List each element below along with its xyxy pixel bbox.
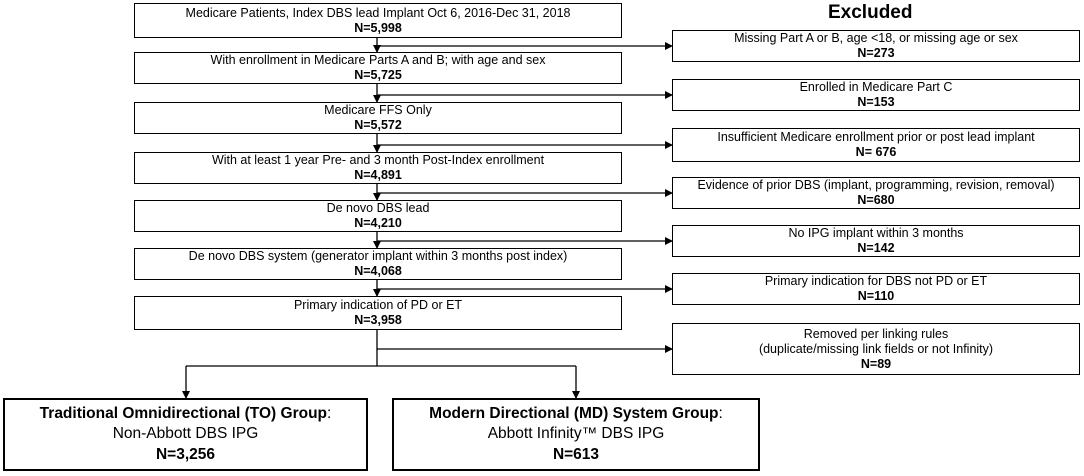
- group-count: N=3,256: [155, 445, 216, 463]
- exclusion-label: Enrolled in Medicare Part C: [799, 80, 953, 94]
- group-subtitle: Abbott Infinity™ DBS IPG: [487, 425, 665, 443]
- step-box-7: Primary indication of PD or ET N=3,958: [134, 296, 622, 330]
- group-title: Traditional Omnidirectional (TO) Group:: [39, 405, 332, 423]
- split-connector: [186, 349, 576, 367]
- step-count: N=5,572: [354, 118, 402, 132]
- step-box-4: With at least 1 year Pre- and 3 month Po…: [134, 152, 622, 184]
- step-box-1: Medicare Patients, Index DBS lead Implan…: [134, 3, 622, 38]
- exclusion-label: Evidence of prior DBS (implant, programm…: [697, 178, 1055, 192]
- exclusion-count: N= 676: [855, 145, 897, 159]
- step-count: N=5,998: [354, 20, 402, 35]
- exclusion-box-1: Missing Part A or B, age <18, or missing…: [672, 30, 1080, 62]
- exclusion-label: Missing Part A or B, age <18, or missing…: [734, 31, 1018, 45]
- step-label: De novo DBS lead: [326, 201, 430, 215]
- to-group-box: Traditional Omnidirectional (TO) Group: …: [3, 398, 368, 471]
- group-count: N=613: [552, 445, 600, 463]
- step-label: Medicare FFS Only: [324, 103, 432, 117]
- step-label: De novo DBS system (generator implant wi…: [188, 249, 568, 263]
- exclusion-box-6: Primary indication for DBS not PD or ET …: [672, 273, 1080, 305]
- step-label: Medicare Patients, Index DBS lead Implan…: [185, 5, 571, 20]
- step-count: N=4,891: [354, 168, 402, 182]
- step-label: With enrollment in Medicare Parts A and …: [210, 53, 546, 67]
- exclusion-count: N=110: [857, 289, 895, 303]
- step-count: N=4,210: [354, 216, 402, 230]
- exclusion-box-5: No IPG implant within 3 months N=142: [672, 225, 1080, 257]
- group-subtitle: Non-Abbott DBS IPG: [112, 425, 259, 443]
- exclusion-label: No IPG implant within 3 months: [788, 226, 964, 240]
- md-group-box: Modern Directional (MD) System Group: Ab…: [392, 398, 760, 471]
- exclusion-box-4: Evidence of prior DBS (implant, programm…: [672, 177, 1080, 209]
- exclusion-label: Primary indication for DBS not PD or ET: [764, 274, 988, 288]
- exclusion-count: N=142: [857, 241, 895, 255]
- exclusion-count: N=89: [860, 356, 892, 371]
- step-box-3: Medicare FFS Only N=5,572: [134, 102, 622, 134]
- excluded-heading: Excluded: [828, 2, 913, 23]
- group-title: Modern Directional (MD) System Group:: [429, 405, 723, 423]
- exclusion-count: N=273: [857, 46, 895, 60]
- exclusion-box-2: Enrolled in Medicare Part C N=153: [672, 79, 1080, 111]
- step-box-6: De novo DBS system (generator implant wi…: [134, 248, 622, 280]
- exclusion-box-7: Removed per linking rules (duplicate/mis…: [672, 323, 1080, 375]
- exclusion-count: N=680: [857, 193, 895, 207]
- step-count: N=3,958: [354, 313, 402, 327]
- exclusion-arrow-7: [376, 330, 673, 353]
- step-box-2: With enrollment in Medicare Parts A and …: [134, 52, 622, 84]
- exclusion-label: Insufficient Medicare enrollment prior o…: [717, 130, 1035, 144]
- exclusion-label: Removed per linking rules: [803, 326, 949, 341]
- exclusion-count: N=153: [857, 95, 895, 109]
- exclusion-label-detail: (duplicate/missing link fields or not In…: [758, 341, 994, 356]
- exclusion-box-3: Insufficient Medicare enrollment prior o…: [672, 128, 1080, 162]
- step-label: With at least 1 year Pre- and 3 month Po…: [211, 153, 545, 167]
- step-count: N=5,725: [354, 68, 402, 82]
- step-count: N=4,068: [354, 264, 402, 278]
- step-box-5: De novo DBS lead N=4,210: [134, 200, 622, 232]
- step-label: Primary indication of PD or ET: [293, 298, 463, 312]
